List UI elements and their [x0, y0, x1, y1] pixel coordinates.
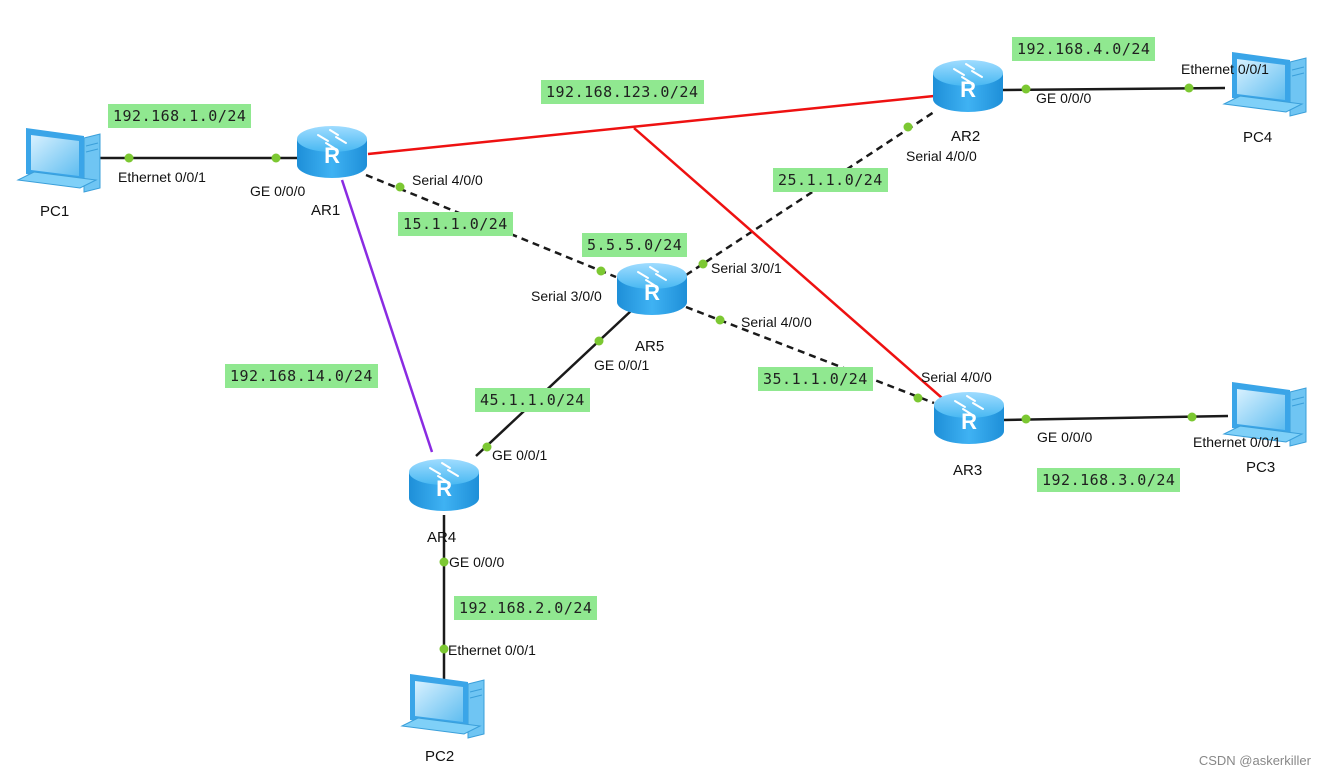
iface-pc4-eth: Ethernet 0/0/1	[1181, 61, 1269, 77]
dot-ar5-s300	[596, 266, 606, 276]
iface-ar4-ge000: GE 0/0/0	[449, 554, 505, 570]
iface-ar2-s400: Serial 4/0/0	[906, 148, 977, 164]
iface-pc3-eth: Ethernet 0/0/1	[1193, 434, 1281, 450]
watermark: CSDN @askerkiller	[1198, 753, 1311, 768]
net-label-15-1-1: 15.1.1.0/24	[398, 212, 513, 236]
iface-ar5-s301: Serial 3/0/1	[711, 260, 782, 276]
dot-ar5-s301	[698, 259, 708, 269]
router-ar4-icon[interactable]	[408, 458, 480, 512]
dot-ar5-s400	[715, 315, 725, 325]
iface-pc1-eth: Ethernet 0/0/1	[118, 169, 206, 185]
pc2-icon[interactable]	[401, 673, 485, 739]
iface-ar1-s400: Serial 4/0/0	[412, 172, 483, 188]
iface-ar3-ge000: GE 0/0/0	[1037, 429, 1093, 445]
net-label-35-1-1: 35.1.1.0/24	[758, 367, 873, 391]
dot-ar4-ge000	[439, 557, 449, 567]
pc1-icon[interactable]	[17, 127, 101, 193]
iface-ar3-s400: Serial 4/0/0	[921, 369, 992, 385]
net-label-192-168-3: 192.168.3.0/24	[1037, 468, 1181, 492]
iface-ar5-ge001: GE 0/0/1	[594, 357, 650, 373]
dot-ar1-ge000	[271, 153, 281, 163]
net-label-192-168-4: 192.168.4.0/24	[1012, 37, 1156, 61]
router-ar3-icon[interactable]	[933, 391, 1005, 445]
dot-pc4-eth	[1184, 83, 1194, 93]
ar1-label: AR1	[311, 202, 341, 219]
link-ar1-ar4	[340, 179, 434, 453]
dot-ar2-ge000	[1021, 84, 1031, 94]
pc3-label: PC3	[1246, 459, 1276, 476]
ar2-label: AR2	[951, 128, 981, 145]
iface-ar1-ge000: GE 0/0/0	[250, 183, 306, 199]
router-ar1-icon[interactable]	[296, 125, 368, 179]
net-label-192-168-14: 192.168.14.0/24	[225, 364, 378, 388]
iface-ar4-ge001: GE 0/0/1	[492, 447, 548, 463]
dot-ar2-s400	[903, 122, 913, 132]
iface-ar5-s400: Serial 4/0/0	[741, 314, 812, 330]
net-label-5-5-5: 5.5.5.0/24	[582, 233, 688, 257]
dot-pc1-eth	[124, 153, 134, 163]
dot-ar3-s400	[913, 393, 923, 403]
router-ar5-icon[interactable]	[616, 262, 688, 316]
pc1-label: PC1	[40, 203, 70, 220]
dot-ar4-ge001	[482, 442, 492, 452]
iface-ar2-ge000: GE 0/0/0	[1036, 90, 1092, 106]
dot-ar5-ge001	[594, 336, 604, 346]
ar3-label: AR3	[953, 462, 983, 479]
dot-ar3-ge000	[1021, 414, 1031, 424]
link-ar5-ar2	[685, 110, 935, 277]
link-red-ar3	[633, 127, 943, 399]
link-ar1-ar2-red	[367, 94, 935, 156]
dot-ar1-s400	[395, 182, 405, 192]
net-label-192-168-2: 192.168.2.0/24	[454, 596, 598, 620]
net-label-25-1-1: 25.1.1.0/24	[773, 168, 888, 192]
iface-pc2-eth: Ethernet 0/0/1	[448, 642, 536, 658]
pc4-label: PC4	[1243, 129, 1273, 146]
net-label-192-168-123: 192.168.123.0/24	[541, 80, 704, 104]
router-ar2-icon[interactable]	[932, 59, 1004, 113]
ar4-label: AR4	[427, 529, 457, 546]
dot-pc2-eth	[439, 644, 449, 654]
link-ar5-ar3	[685, 305, 935, 405]
iface-ar5-s300: Serial 3/0/0	[531, 288, 602, 304]
dot-pc3-eth	[1187, 412, 1197, 422]
ar5-label: AR5	[635, 338, 665, 355]
link-ar5-ar4	[475, 309, 633, 457]
net-label-192-168-1: 192.168.1.0/24	[108, 104, 252, 128]
pc2-label: PC2	[425, 748, 455, 765]
net-label-45-1-1: 45.1.1.0/24	[475, 388, 590, 412]
